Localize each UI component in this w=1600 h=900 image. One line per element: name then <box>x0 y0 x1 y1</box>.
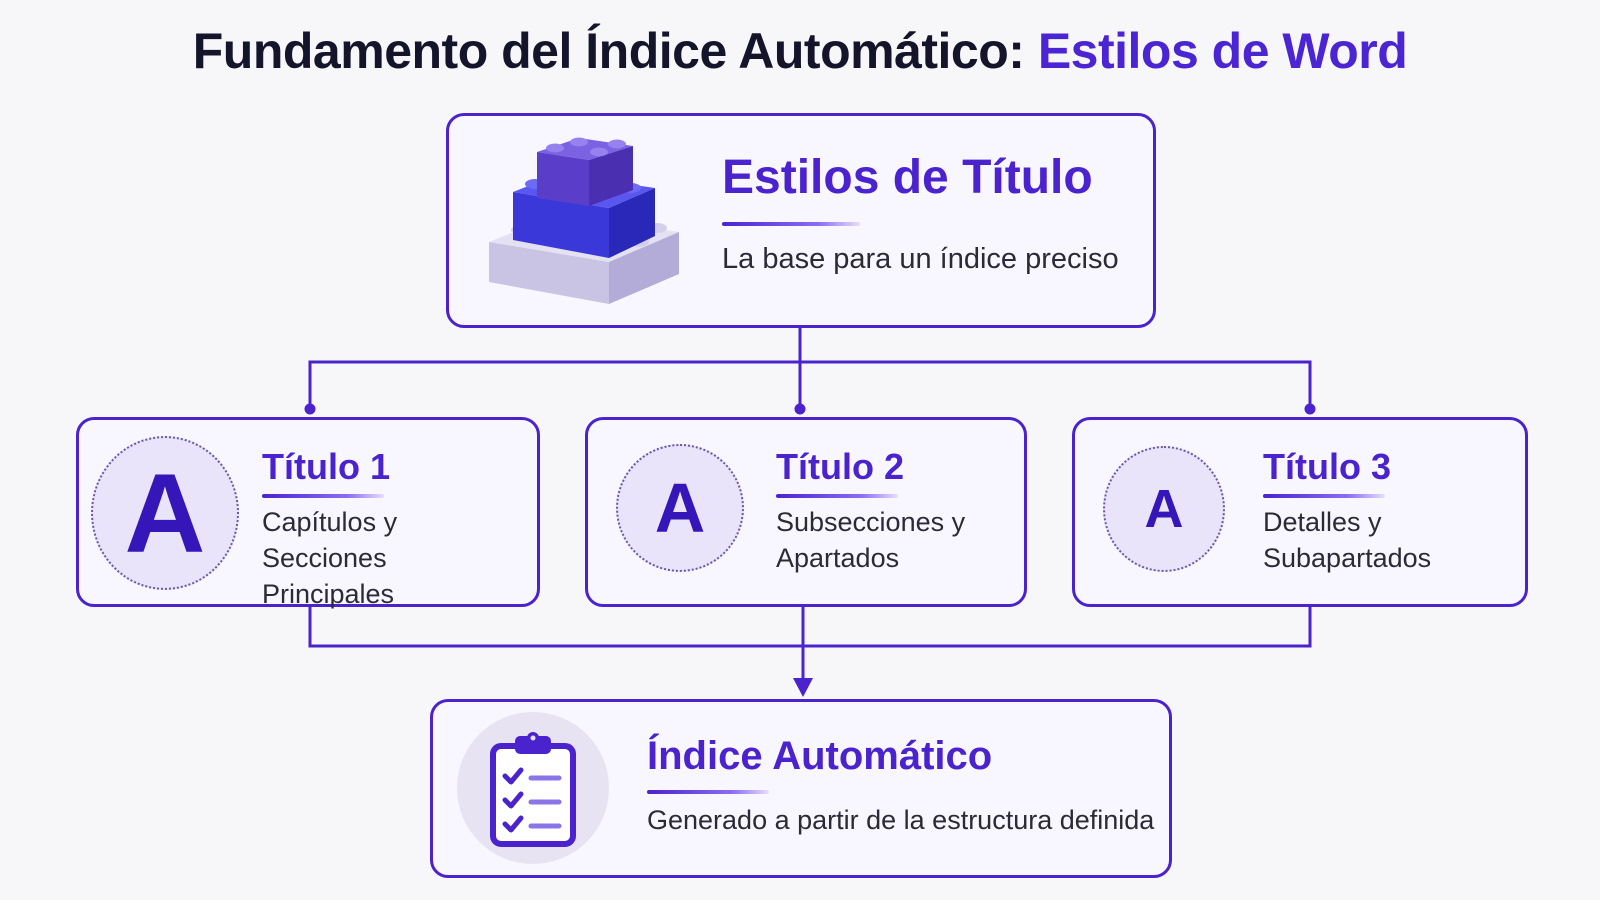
connector-dot-3 <box>1304 403 1316 415</box>
heading-3-box: A Título 3 Detalles y Subapartados <box>1072 417 1528 607</box>
heading-1-desc-line1: Capítulos y Secciones <box>262 507 398 573</box>
heading-1-box: A Título 1 Capítulos y Secciones Princip… <box>76 417 540 609</box>
page-title: Fundamento del Índice Automático: Estilo… <box>0 22 1600 80</box>
connector-dot-1 <box>304 403 316 415</box>
heading-2-desc-line1: Subsecciones y <box>776 507 966 537</box>
heading-1-title: Título 1 <box>262 446 390 487</box>
top-box-title: Estilos de Título <box>722 151 1093 204</box>
top-box-underline <box>722 222 860 226</box>
arrow-head-icon <box>793 678 813 697</box>
bottom-box-title: Índice Automático <box>647 734 993 778</box>
connector-branch <box>308 360 1312 409</box>
heading-3-title: Título 3 <box>1263 446 1391 487</box>
heading-1-description: Capítulos y Secciones Principales <box>262 504 522 612</box>
bottom-box-description: Generado a partir de la estructura defin… <box>647 805 1155 835</box>
page-title-accent: Estilos de Word <box>1037 23 1408 79</box>
bottom-box-underline <box>647 790 769 794</box>
heading-3-desc-line2: Subapartados <box>1263 543 1432 573</box>
heading-2-desc-line2: Apartados <box>776 543 900 573</box>
heading-3-underline <box>1263 494 1385 498</box>
automatic-index-box: Índice Automático Generado a partir de l… <box>430 699 1172 878</box>
title-styles-box: Estilos de Título La base para un índice… <box>446 113 1156 328</box>
heading-3-description: Detalles y Subapartados <box>1263 504 1523 576</box>
heading-2-description: Subsecciones y Apartados <box>776 504 1036 576</box>
heading-1-underline <box>262 494 384 498</box>
letter-a-large-icon: A <box>91 436 239 590</box>
heading-1-desc-line2: Principales <box>262 579 395 609</box>
heading-2-title: Título 2 <box>776 446 904 487</box>
stacked-blocks-icon <box>489 130 689 315</box>
letter-a-medium-icon: A <box>616 444 744 572</box>
connector-dot-2 <box>794 403 806 415</box>
page-title-main: Fundamento del Índice Automático: <box>192 23 1038 79</box>
clipboard-checklist-icon <box>457 712 609 864</box>
letter-a-small-icon: A <box>1103 446 1225 572</box>
top-box-description: La base para un índice preciso <box>722 243 1119 275</box>
heading-2-underline <box>776 494 898 498</box>
heading-2-box: A Título 2 Subsecciones y Apartados <box>585 417 1027 607</box>
heading-3-desc-line1: Detalles y <box>1263 507 1382 537</box>
connector-collect <box>308 607 1312 648</box>
